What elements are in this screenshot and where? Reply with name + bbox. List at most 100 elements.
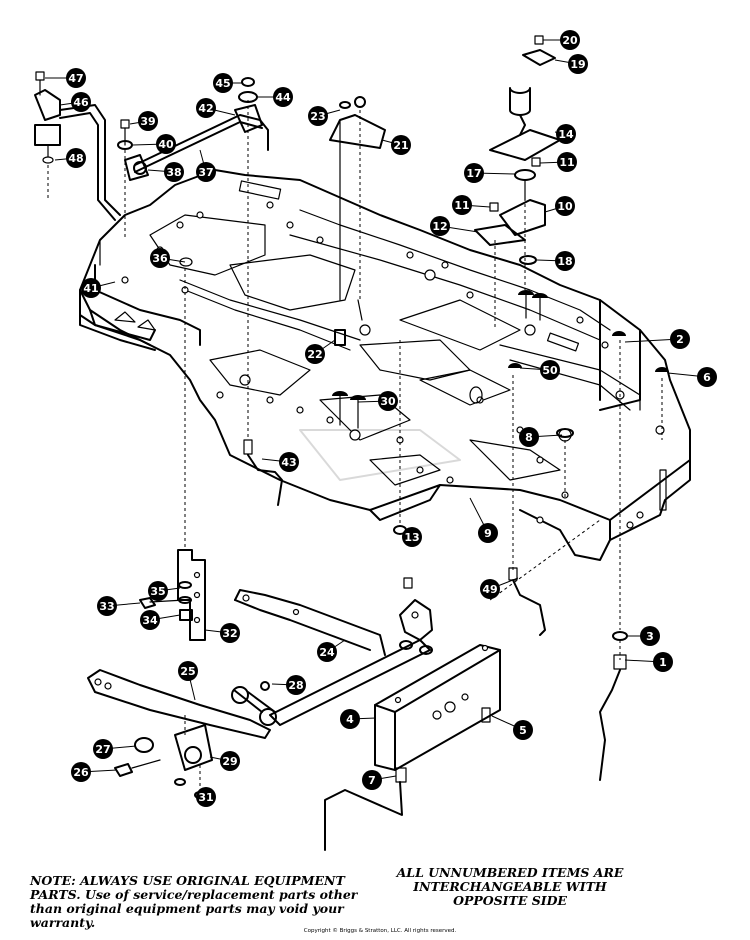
callout-label: 19 bbox=[570, 58, 585, 71]
callout-circle bbox=[140, 610, 160, 630]
callout-36: 36 bbox=[150, 248, 170, 268]
callout-38: 38 bbox=[164, 162, 184, 182]
callout-label: 29 bbox=[222, 755, 237, 768]
callout-circle bbox=[196, 98, 216, 118]
callout-label: 1 bbox=[659, 656, 667, 669]
callout-label: 18 bbox=[557, 255, 572, 268]
callout-label: 31 bbox=[198, 791, 213, 804]
callout-circle bbox=[279, 452, 299, 472]
callout-47: 47 bbox=[66, 68, 86, 88]
bracket-4 bbox=[374, 644, 501, 771]
callout-31: 31 bbox=[196, 787, 216, 807]
callout-11: 11 bbox=[452, 195, 472, 215]
callout-circle bbox=[286, 675, 306, 695]
bracket-32 bbox=[139, 549, 206, 641]
callout-label: 21 bbox=[393, 139, 408, 152]
callout-circle bbox=[81, 278, 101, 298]
callout-label: 20 bbox=[562, 34, 578, 47]
callout-23: 23 bbox=[308, 106, 328, 126]
callout-label: 6 bbox=[703, 371, 711, 384]
callout-circle bbox=[555, 251, 575, 271]
callout-circle bbox=[362, 770, 382, 790]
callout-19: 19 bbox=[568, 54, 588, 74]
callout-label: 36 bbox=[152, 252, 168, 265]
callout-11: 11 bbox=[557, 152, 577, 172]
bolt-50 bbox=[508, 363, 522, 368]
callout-circle bbox=[196, 162, 216, 182]
callout-label: 23 bbox=[310, 110, 325, 123]
callout-label: 39 bbox=[140, 115, 155, 128]
callout-40: 40 bbox=[156, 134, 176, 154]
callout-44: 44 bbox=[273, 87, 293, 107]
callout-label: 11 bbox=[559, 156, 574, 169]
callouts: 1234567891011111213141718192021222324252… bbox=[45, 30, 717, 807]
callout-12: 12 bbox=[430, 216, 450, 236]
callout-circle bbox=[670, 329, 690, 349]
callout-21: 21 bbox=[391, 135, 411, 155]
callout-circle bbox=[308, 106, 328, 126]
warranty-note: NOTE: ALWAYS USE ORIGINAL EQUIPMENT PART… bbox=[30, 873, 358, 930]
callout-25: 25 bbox=[178, 661, 198, 681]
interchangeable-note: ALL UNNUMBERED ITEMS ARE INTERCHANGEABLE… bbox=[396, 865, 624, 908]
callout-27: 27 bbox=[93, 739, 113, 759]
frame bbox=[79, 169, 691, 561]
callout-label: 30 bbox=[380, 395, 396, 408]
callout-7: 7 bbox=[362, 770, 382, 790]
callout-37: 37 bbox=[196, 162, 216, 182]
callout-circle bbox=[66, 68, 86, 88]
callout-circle bbox=[196, 787, 216, 807]
callout-label: 17 bbox=[466, 167, 481, 180]
callout-30: 30 bbox=[378, 391, 398, 411]
callout-label: 8 bbox=[525, 431, 533, 444]
callout-label: 10 bbox=[557, 200, 573, 213]
callout-label: 26 bbox=[73, 766, 89, 779]
washer-8 bbox=[556, 428, 574, 438]
callout-label: 41 bbox=[83, 282, 98, 295]
callout-label: 28 bbox=[288, 679, 303, 692]
callout-label: 50 bbox=[542, 364, 558, 377]
callout-circle bbox=[557, 152, 577, 172]
callout-label: 9 bbox=[484, 527, 492, 540]
callout-circle bbox=[555, 196, 575, 216]
watermark bbox=[299, 429, 461, 481]
rod-43 bbox=[243, 439, 283, 506]
callout-circle bbox=[568, 54, 588, 74]
callout-34: 34 bbox=[140, 610, 160, 630]
callout-4: 4 bbox=[340, 709, 360, 729]
callout-label: 11 bbox=[454, 199, 469, 212]
callout-46: 46 bbox=[71, 92, 91, 112]
callout-label: 7 bbox=[368, 774, 376, 787]
callout-41: 41 bbox=[81, 278, 101, 298]
callout-circle bbox=[156, 134, 176, 154]
callout-circle bbox=[71, 92, 91, 112]
callout-10: 10 bbox=[555, 196, 575, 216]
callout-circle bbox=[148, 581, 168, 601]
callout-circle bbox=[220, 623, 240, 643]
callout-35: 35 bbox=[148, 581, 168, 601]
callout-label: 14 bbox=[558, 128, 574, 141]
callout-circle bbox=[220, 751, 240, 771]
callout-1: 1 bbox=[653, 652, 673, 672]
callout-label: 32 bbox=[222, 627, 237, 640]
callout-circle bbox=[478, 523, 498, 543]
copyright: Copyright © Briggs & Stratton, LLC. All … bbox=[303, 928, 457, 934]
callout-circle bbox=[464, 163, 484, 183]
callout-circle bbox=[138, 111, 158, 131]
callout-label: 27 bbox=[95, 743, 110, 756]
callout-label: 4 bbox=[346, 713, 354, 726]
callout-label: 48 bbox=[68, 152, 83, 165]
callout-circle bbox=[66, 148, 86, 168]
callout-32: 32 bbox=[220, 623, 240, 643]
callout-33: 33 bbox=[97, 596, 117, 616]
callout-5: 5 bbox=[513, 720, 533, 740]
lift-arm-25 bbox=[87, 669, 277, 799]
callout-label: 24 bbox=[319, 646, 335, 659]
callout-circle bbox=[273, 87, 293, 107]
callout-24: 24 bbox=[317, 642, 337, 662]
callout-circle bbox=[697, 367, 717, 387]
callout-28: 28 bbox=[286, 675, 306, 695]
callout-label: 35 bbox=[150, 585, 165, 598]
callout-circle bbox=[305, 344, 325, 364]
callout-circle bbox=[653, 652, 673, 672]
callout-label: 22 bbox=[307, 348, 322, 361]
